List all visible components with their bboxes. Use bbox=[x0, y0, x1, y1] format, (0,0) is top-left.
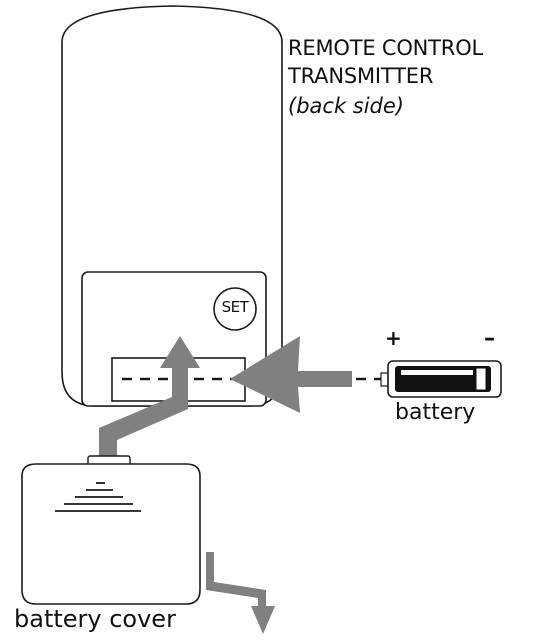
attach-cover-arrow bbox=[99, 336, 200, 460]
battery-label: battery bbox=[395, 400, 476, 425]
battery-cover bbox=[21, 455, 201, 605]
battery bbox=[380, 360, 502, 398]
title-line-2: TRANSMITTER bbox=[288, 64, 434, 88]
plus-sign: + bbox=[385, 326, 402, 350]
minus-sign: – bbox=[484, 326, 495, 351]
remove-cover-arrow bbox=[206, 552, 275, 634]
title-line-1: REMOTE CONTROL bbox=[288, 36, 484, 60]
set-button-label: SET bbox=[221, 298, 249, 316]
set-button bbox=[213, 287, 257, 331]
insert-battery-arrow bbox=[230, 336, 352, 413]
title-line-3: (back side) bbox=[288, 94, 404, 118]
battery-cover-label: battery cover bbox=[14, 605, 176, 633]
